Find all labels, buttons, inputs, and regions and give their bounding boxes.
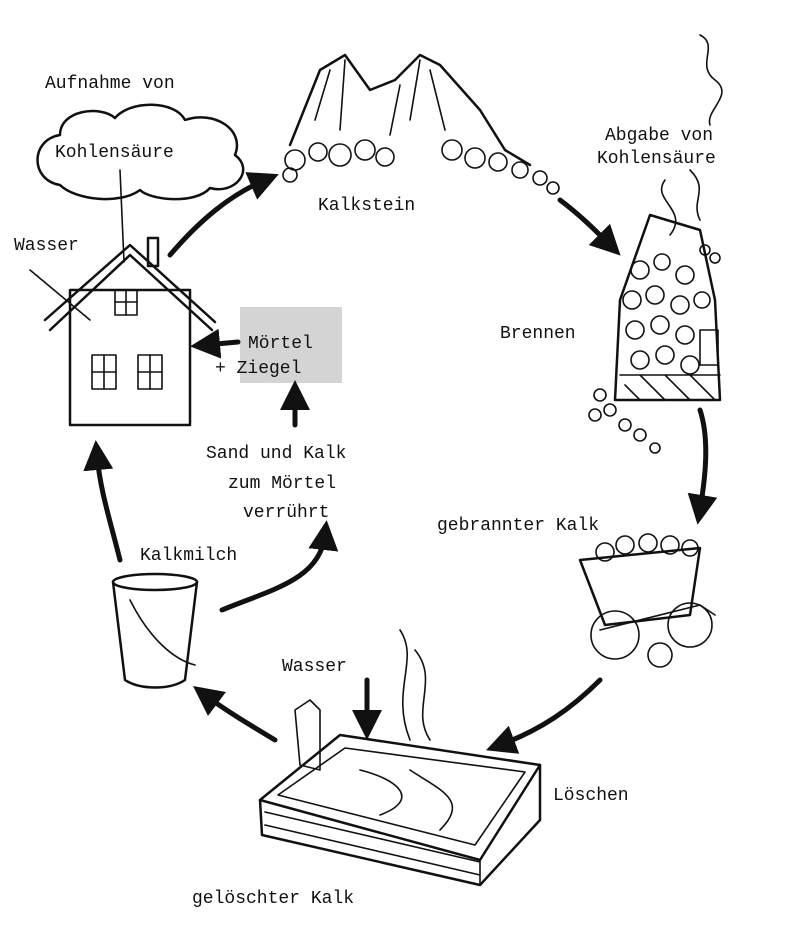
mortar-highlight-box: [240, 307, 342, 383]
arrow-slaking-to-bucket: [192, 686, 278, 743]
label-burning: Brennen: [500, 324, 576, 344]
label-slaked-lime: gelöschter Kalk: [192, 889, 354, 909]
cloud-icon: [36, 103, 245, 263]
label-water-house: Wasser: [14, 236, 79, 256]
label-mortar: Mörtel: [248, 334, 313, 354]
arrow-mortar-to-house: [190, 328, 241, 359]
arrow-house-to-limestone: [167, 172, 279, 258]
label-lime-milk: Kalkmilch: [140, 546, 237, 566]
bucket-icon: [111, 572, 199, 689]
label-bricks: + Ziegel: [215, 359, 301, 379]
house-icon: [29, 236, 217, 427]
arrow-limestone-to-kiln: [557, 197, 621, 256]
smoke-icon: [660, 34, 723, 236]
label-quicklime: gebrannter Kalk: [437, 516, 599, 536]
mountains-icon: [282, 53, 560, 195]
lime-kiln-icon: [588, 213, 722, 454]
label-sand-2: zum Mörtel: [228, 474, 336, 494]
label-limestone: Kalkstein: [318, 196, 415, 216]
labels: Aufnahme von Kohlensäure Wasser Kalkstei…: [14, 74, 716, 909]
label-sand-3: verrührt: [243, 503, 329, 523]
mine-cart-icon: [578, 533, 716, 668]
label-co2-uptake-1: Aufnahme von: [45, 74, 175, 94]
slaking-pit-icon: [258, 629, 542, 887]
label-co2-release-1: Abgabe von: [605, 126, 713, 146]
arrow-bucket-to-mortar: [219, 520, 339, 613]
label-water-slaking: Wasser: [282, 657, 347, 677]
label-slaking: Löschen: [553, 786, 629, 806]
arrow-kiln-to-quicklime: [687, 407, 718, 525]
arrow-quicklime-to-slaking: [485, 677, 603, 754]
label-sand-1: Sand und Kalk: [206, 444, 346, 464]
cycle-arrows: [83, 172, 718, 754]
label-co2-uptake-2: Kohlensäure: [55, 143, 174, 163]
label-co2-release-2: Kohlensäure: [597, 149, 716, 169]
arrow-bucket-to-house: [83, 440, 123, 563]
